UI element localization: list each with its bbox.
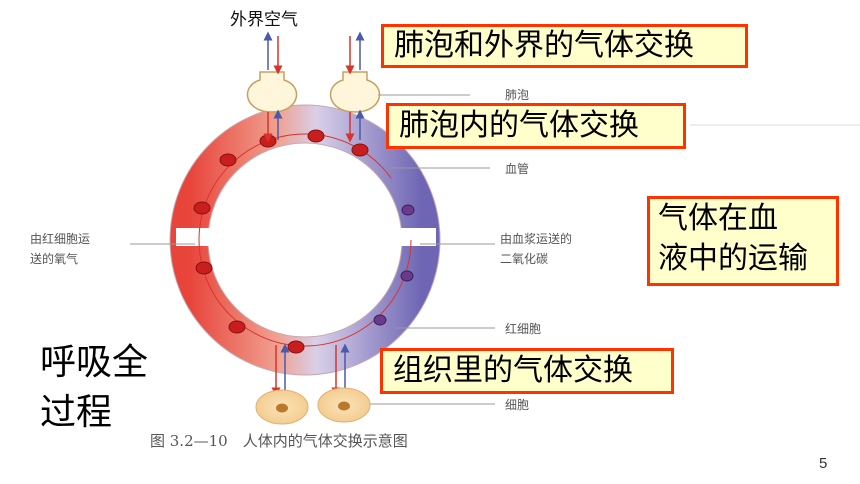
callout-alveolus-internal-exchange: 肺泡内的气体交换 [386, 103, 686, 149]
figure-caption: 图 3.2—10 人体内的气体交换示意图 [150, 432, 408, 450]
external-air-label: 外界空气 [230, 10, 298, 30]
vessel-label: 血管 [505, 162, 530, 176]
callout-alveolus-external-exchange: 肺泡和外界的气体交换 [381, 24, 748, 68]
callout-blood-transport-line2: 液中的运输 [658, 241, 808, 276]
callout-blood-transport: 气体在血 液中的运输 [647, 196, 839, 286]
page-number: 5 [819, 455, 828, 472]
alveoli [246, 71, 381, 113]
cell-label: 细胞 [505, 398, 530, 412]
callout-tissue-exchange: 组织里的气体交换 [380, 348, 674, 394]
title-line1: 呼吸全 [40, 342, 149, 383]
rbc-oxygen-label-line1: 由红细胞运 [30, 232, 91, 246]
tissue-cells [255, 387, 371, 425]
callout-blood-transport-line1: 气体在血 [658, 201, 778, 236]
plasma-co2-label-line1: 由血浆运送的 [500, 232, 573, 246]
rbc-oxygen-label-line2: 送的氧气 [30, 252, 79, 266]
title-line2: 过程 [40, 392, 113, 433]
plasma-co2-label-line2: 二氧化碳 [500, 252, 549, 266]
blood-vessel-ring [169, 104, 441, 376]
leader-lines [130, 94, 860, 405]
air-arrows [263, 31, 365, 397]
rbc-label: 红细胞 [505, 322, 542, 336]
alveolus-label: 肺泡 [505, 88, 530, 102]
